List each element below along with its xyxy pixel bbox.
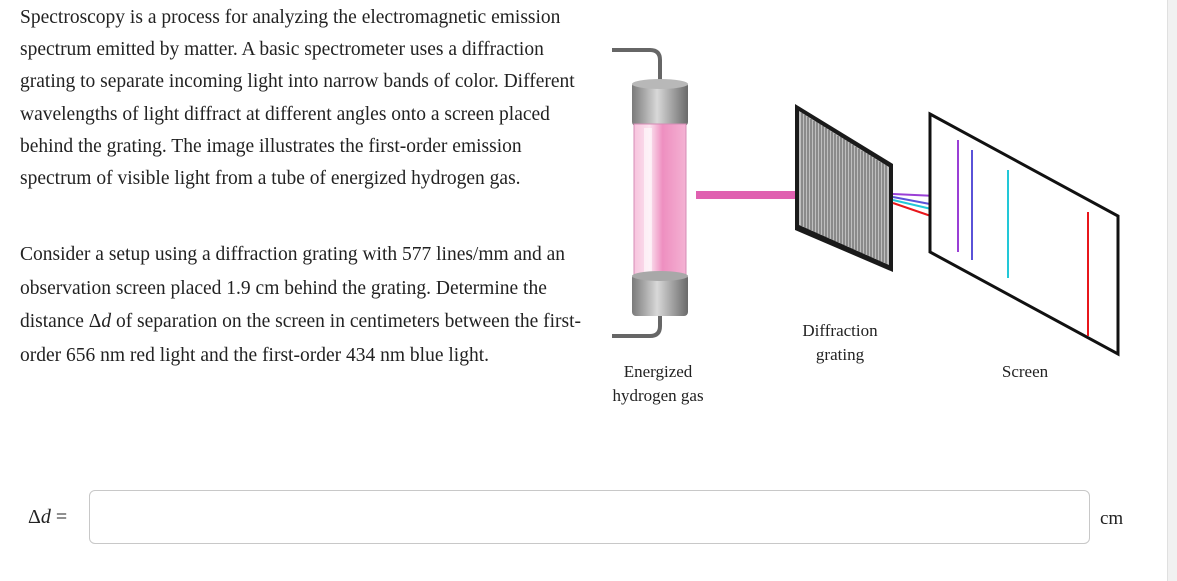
- hydrogen-tube: [633, 123, 687, 277]
- grating-label-line1: Diffraction: [802, 321, 878, 340]
- page-scrollbar[interactable]: [1167, 0, 1177, 581]
- answer-equals: =: [50, 506, 68, 528]
- tube-label-line2: hydrogen gas: [612, 386, 704, 405]
- spectrometer-figure: Energized hydrogen gas Diffraction grati…: [590, 40, 1150, 420]
- light-beam: [696, 191, 836, 199]
- answer-label: Δd =: [28, 506, 67, 529]
- tube-bottom-cap: [632, 271, 688, 316]
- spectrometer-diagram: [612, 48, 1120, 357]
- problem-intro-text: Spectroscopy is a process for analyzing …: [20, 7, 575, 190]
- answer-input[interactable]: [89, 490, 1090, 544]
- answer-row: Δd = cm: [0, 488, 1160, 548]
- diffraction-grating: [795, 104, 893, 272]
- tube-bottom-wire: [612, 314, 662, 338]
- tube-top-wire: [612, 48, 662, 84]
- answer-unit: cm: [1100, 508, 1124, 529]
- tube-label-line1: Energized: [623, 362, 693, 381]
- delta-symbol: Δ: [88, 311, 102, 332]
- question-part-b: of separation on the screen in centimete…: [20, 311, 582, 366]
- variable-d: d: [101, 311, 112, 332]
- screen-label: Screen: [1001, 362, 1049, 381]
- spectral-lines: [957, 140, 1089, 336]
- grating-label: Diffraction grating: [780, 319, 900, 367]
- answer-variable: d: [40, 506, 51, 528]
- answer-delta-symbol: Δ: [28, 506, 41, 528]
- question-part-a: Consider a setup using a diffraction gra…: [20, 244, 566, 332]
- tube-top-cap: [632, 79, 688, 126]
- problem-question-text: Consider a setup using a diffraction gra…: [20, 238, 590, 372]
- observation-screen: [928, 111, 1120, 357]
- grating-label-line2: grating: [815, 345, 865, 364]
- tube-label: Energized hydrogen gas: [592, 360, 724, 408]
